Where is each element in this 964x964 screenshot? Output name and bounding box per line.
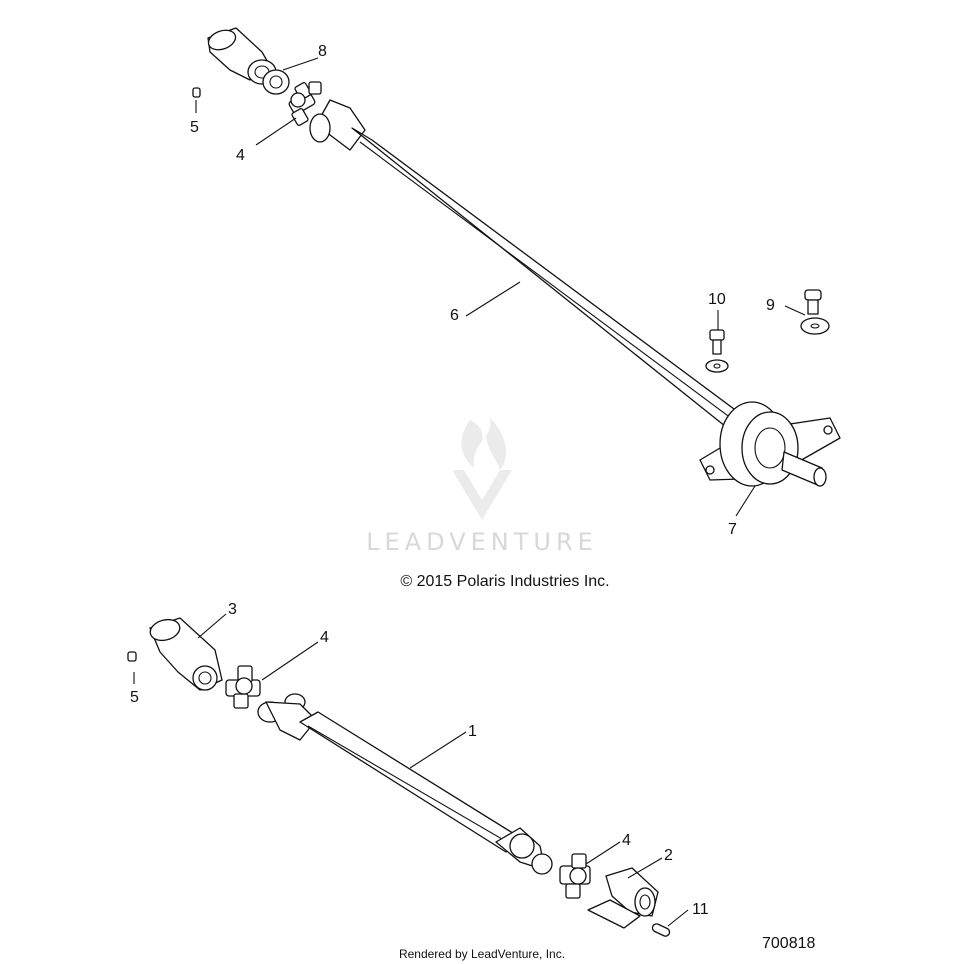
callout-9: 9 [766, 297, 775, 314]
callout-10: 10 [708, 291, 726, 308]
callout-4-mid: 4 [320, 629, 329, 646]
u-joint-part-4-top [288, 81, 322, 126]
watermark-text: LEADVENTURE [366, 528, 598, 556]
u-joint-part-4-bottom [559, 853, 591, 899]
callout-5-top: 5 [190, 119, 199, 136]
callout-5-bottom: 5 [130, 689, 139, 706]
diagram-number: 700818 [762, 935, 815, 952]
slip-yoke-part-3 [149, 617, 223, 691]
grease-fitting-part-5-top [192, 87, 201, 98]
leader-lines [133, 57, 806, 927]
grease-fitting-part-5-bottom [127, 651, 137, 662]
callout-4-top: 4 [236, 147, 245, 164]
u-joint-part-4-mid [225, 665, 261, 709]
carrier-bearing-part-7 [699, 401, 841, 487]
slip-yoke-part-8 [207, 27, 290, 95]
callout-8: 8 [318, 43, 327, 60]
callout-7: 7 [728, 521, 737, 538]
callout-1: 1 [468, 723, 477, 740]
drive-shaft-part-1 [257, 693, 553, 875]
callout-4-bottom: 4 [622, 832, 631, 849]
bolt-washer-part-9 [800, 289, 830, 335]
callout-11: 11 [692, 901, 709, 918]
pin-part-11 [651, 923, 671, 937]
bolt-washer-part-10 [705, 329, 729, 373]
leadventure-logo-icon [452, 418, 512, 520]
end-yoke-part-2 [587, 867, 659, 929]
callout-2: 2 [664, 847, 673, 864]
callout-6: 6 [450, 307, 459, 324]
rendered-by-text: Rendered by LeadVenture, Inc. [399, 947, 565, 961]
drive-shaft-part-6 [309, 99, 801, 471]
callout-3: 3 [228, 601, 237, 618]
copyright-text: © 2015 Polaris Industries Inc. [400, 573, 609, 590]
